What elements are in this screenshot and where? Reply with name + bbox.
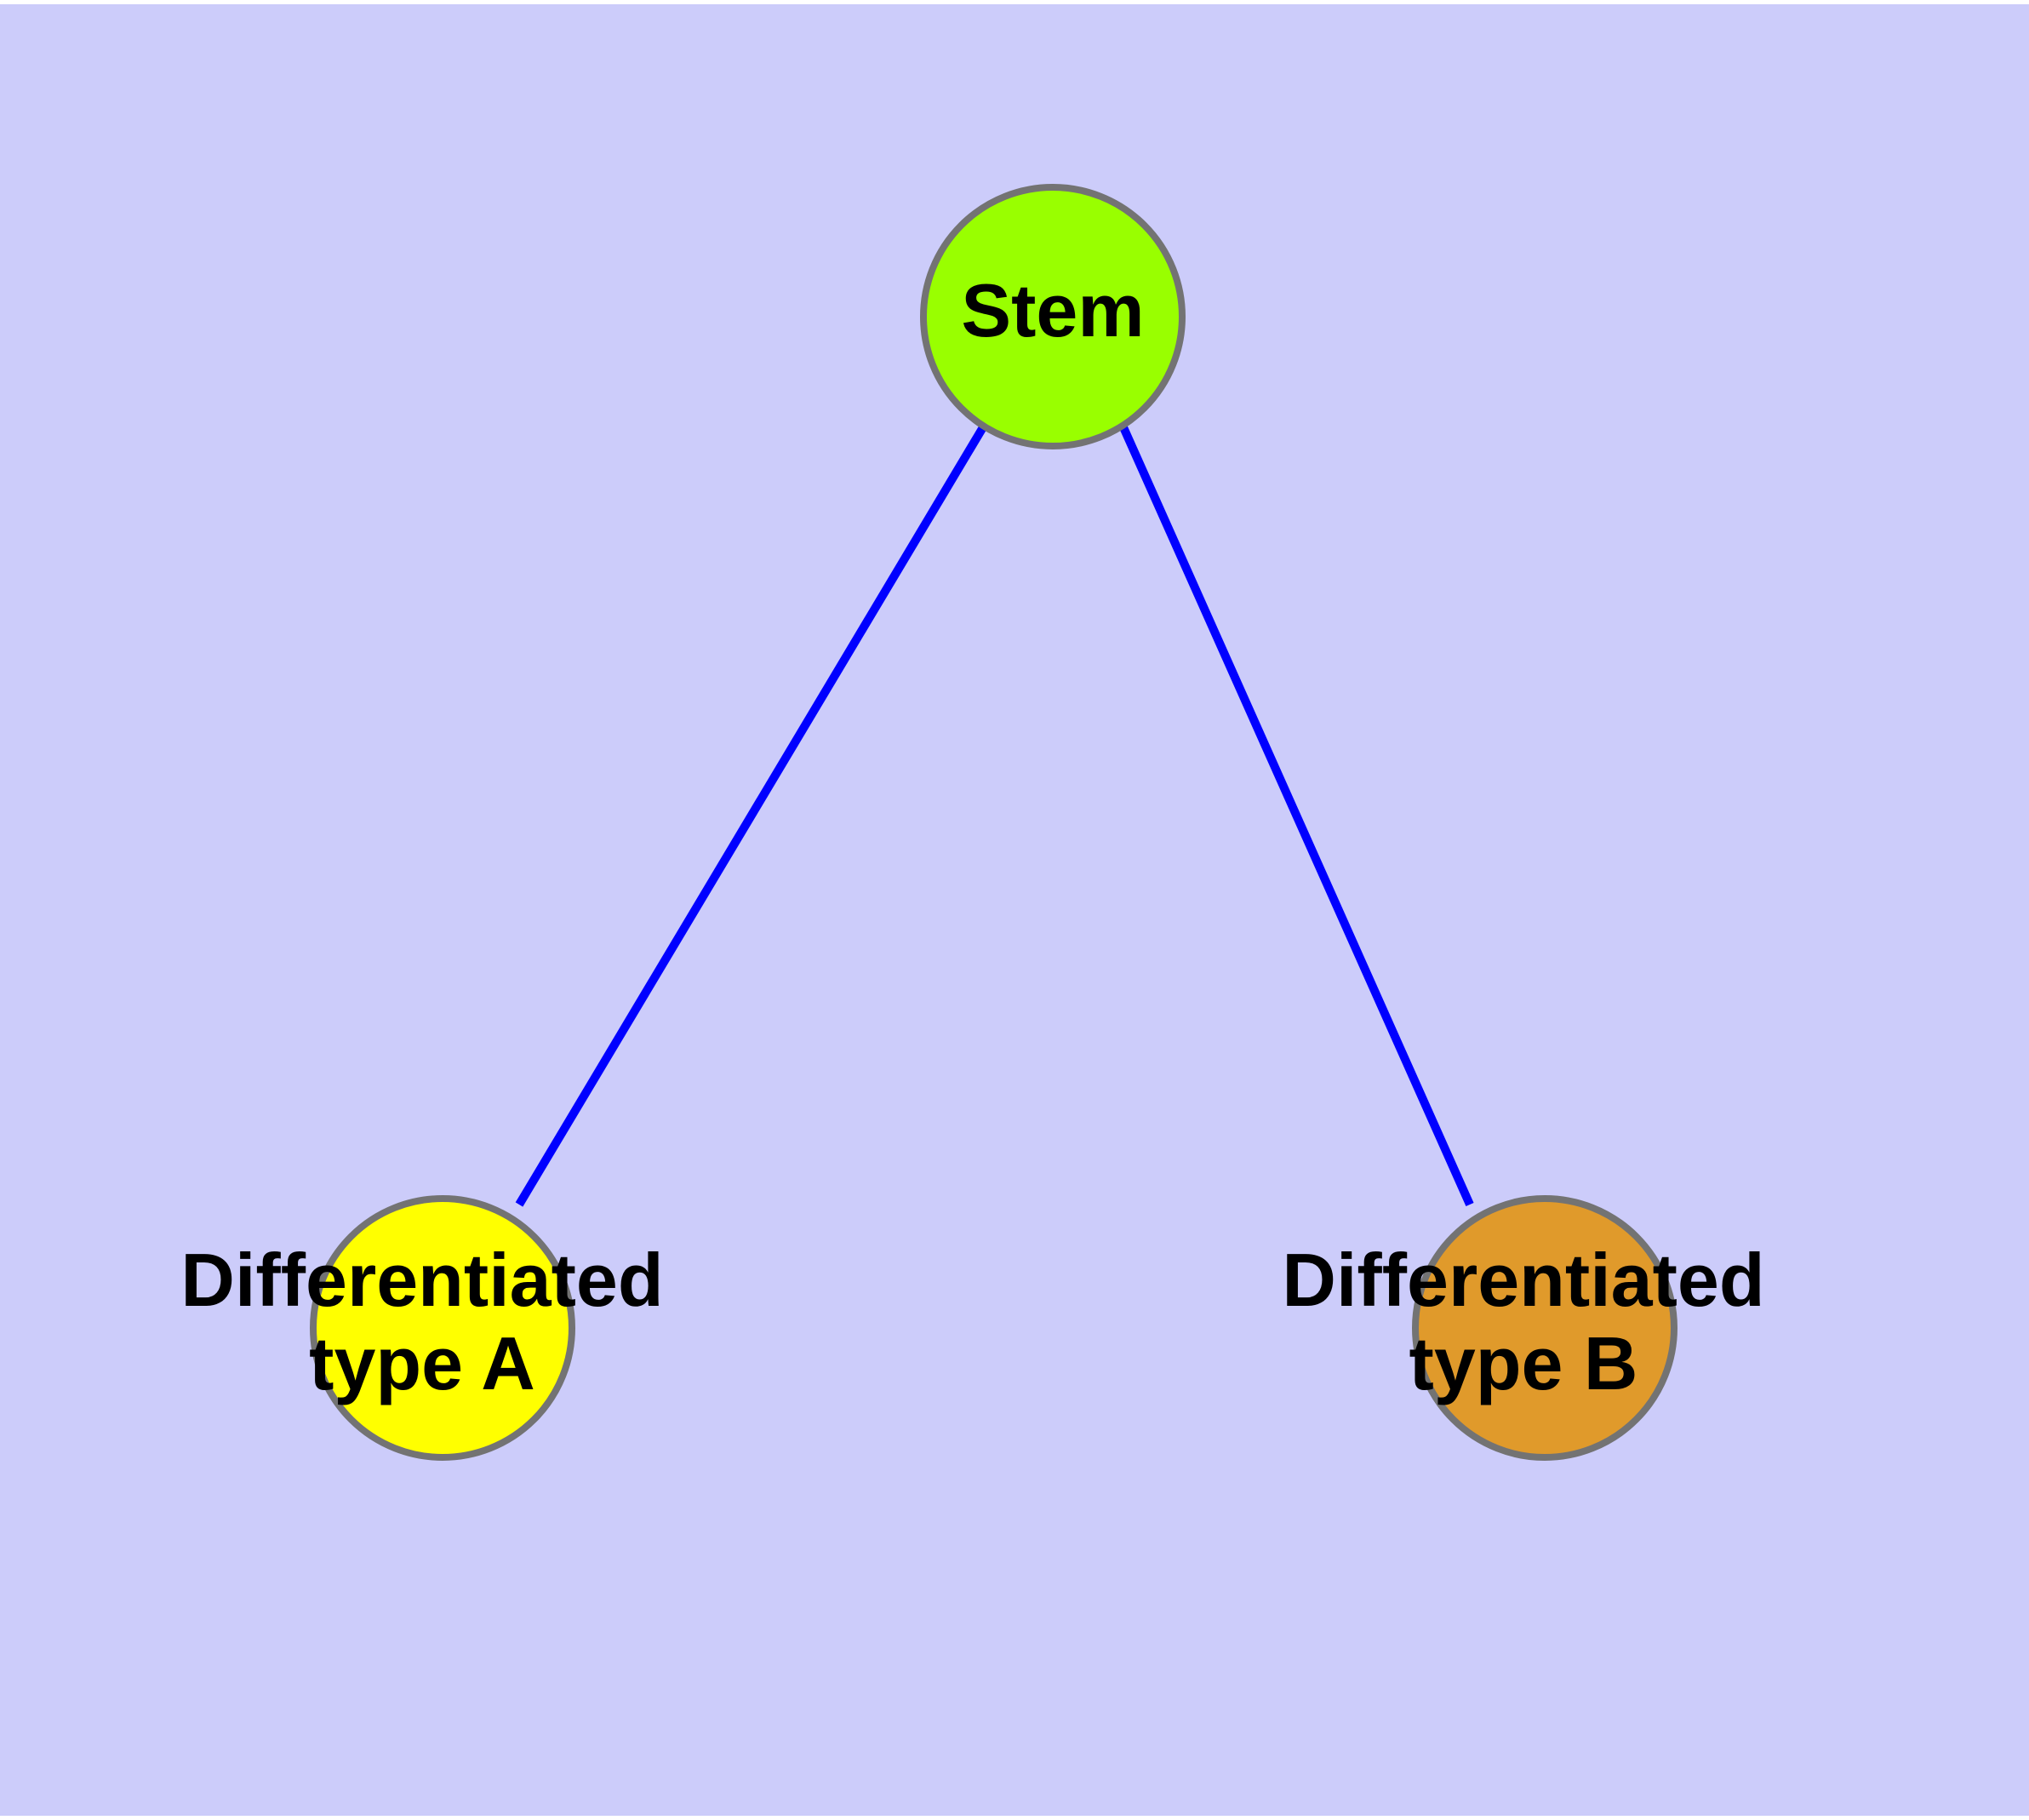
node-differentiated-type-a-circle[interactable] bbox=[310, 1195, 575, 1461]
node-stem[interactable] bbox=[920, 184, 1186, 449]
node-stem-label: Stem bbox=[961, 268, 1144, 352]
node-differentiated-type-b-circle[interactable] bbox=[1412, 1195, 1677, 1461]
edge-stem-to-differentiated-type-b[interactable] bbox=[1119, 425, 1474, 1207]
edge-stem-to-differentiated-type-a[interactable] bbox=[515, 425, 987, 1207]
node-differentiated-type-b[interactable] bbox=[1412, 1195, 1677, 1461]
node-stem-circle[interactable] bbox=[920, 184, 1186, 449]
node-layer bbox=[310, 184, 1677, 1461]
node-differentiated-type-a[interactable] bbox=[310, 1195, 575, 1461]
edge-layer bbox=[515, 425, 1474, 1207]
